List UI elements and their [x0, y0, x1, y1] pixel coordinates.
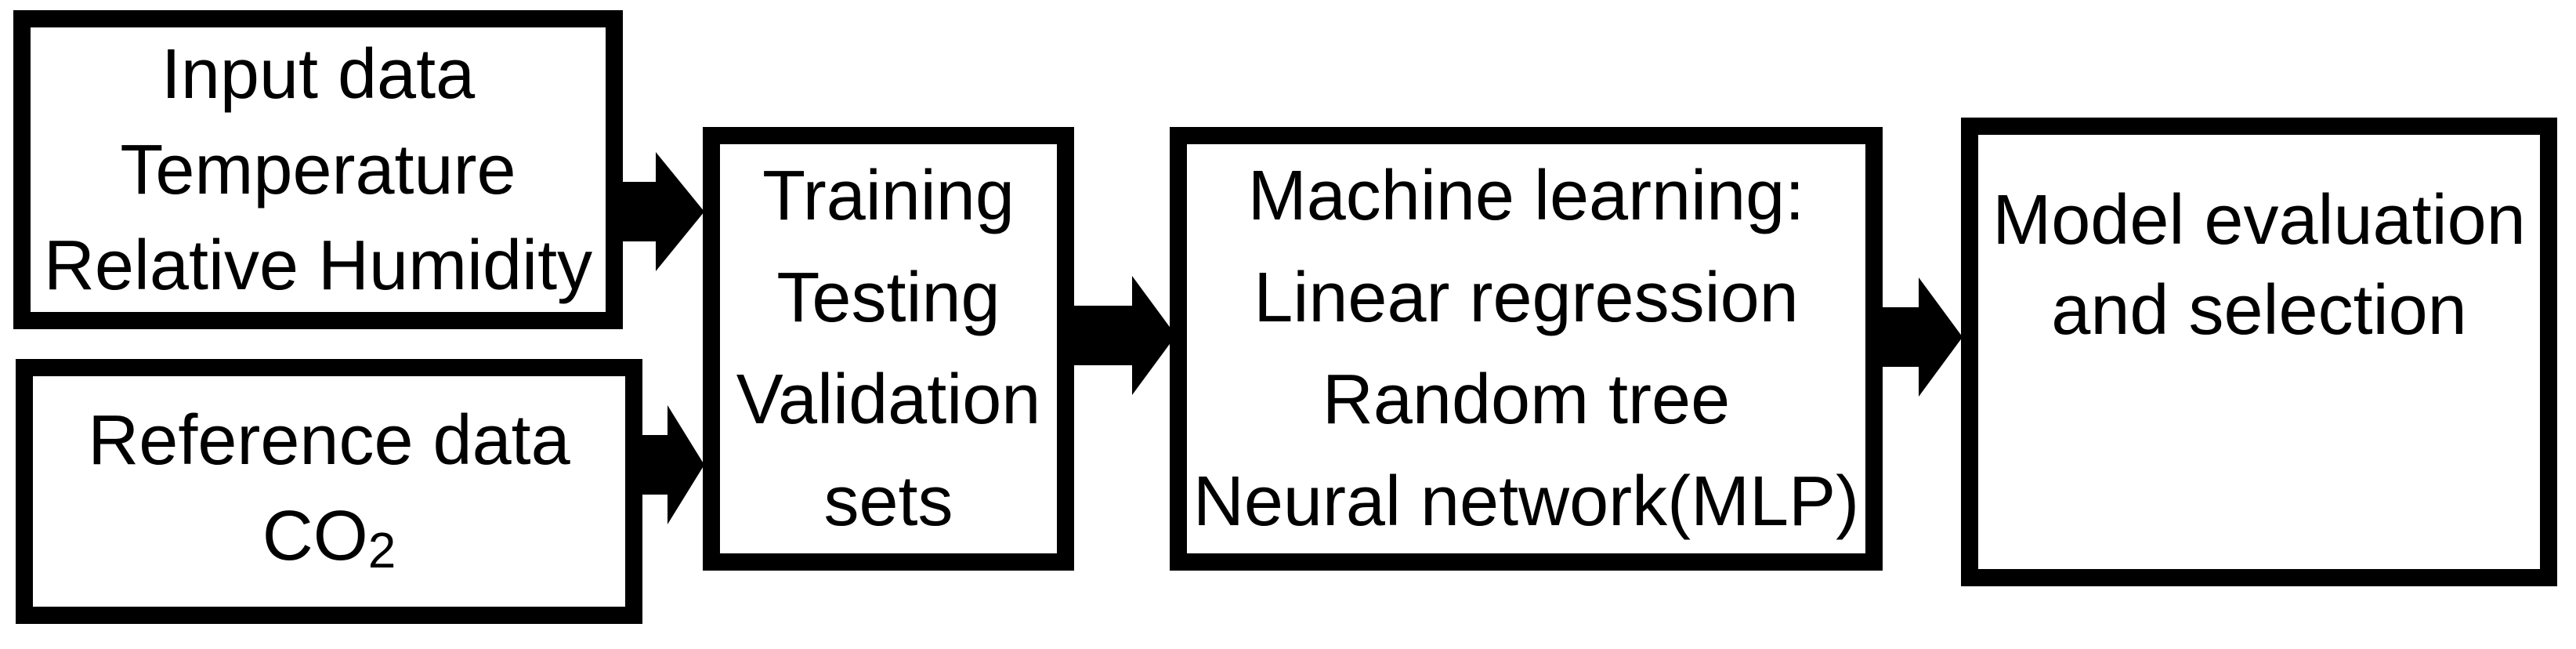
node-line: Neural network(MLP)	[1192, 462, 1860, 541]
node-line: Testing	[776, 259, 1000, 337]
node-line: Input data	[161, 34, 476, 114]
co2-base: CO	[262, 497, 368, 575]
node-line: Temperature	[120, 130, 516, 209]
node-line: and selection	[2051, 271, 2467, 350]
node-line: Relative Humidity	[43, 226, 593, 305]
arrow-sets-to-ml-icon	[1073, 276, 1176, 395]
node-line-co2: CO2	[262, 488, 396, 590]
arrow-reference-to-sets-icon	[641, 405, 704, 524]
node-line: Training	[762, 157, 1015, 235]
node-line: Model evaluation	[1992, 181, 2526, 259]
node-line: Linear regression	[1254, 259, 1799, 337]
node-line: Random tree	[1322, 361, 1731, 439]
node-reference-data: Reference data CO2	[16, 359, 642, 624]
arrow-ml-to-evaluation-icon	[1881, 277, 1963, 397]
node-line: Machine learning:	[1247, 157, 1805, 235]
node-line: sets	[823, 462, 953, 541]
node-machine-learning: Machine learning: Linear regression Rand…	[1170, 127, 1883, 571]
node-line: Validation	[736, 361, 1041, 439]
co2-subscript: 2	[367, 522, 396, 578]
node-line: Reference data	[88, 401, 570, 480]
node-input-data: Input data Temperature Relative Humidity	[13, 10, 623, 329]
node-dataset-split: Training Testing Validation sets	[703, 127, 1074, 571]
node-model-evaluation: Model evaluation and selection	[1961, 118, 2557, 586]
arrow-input-to-sets-icon	[621, 152, 704, 271]
